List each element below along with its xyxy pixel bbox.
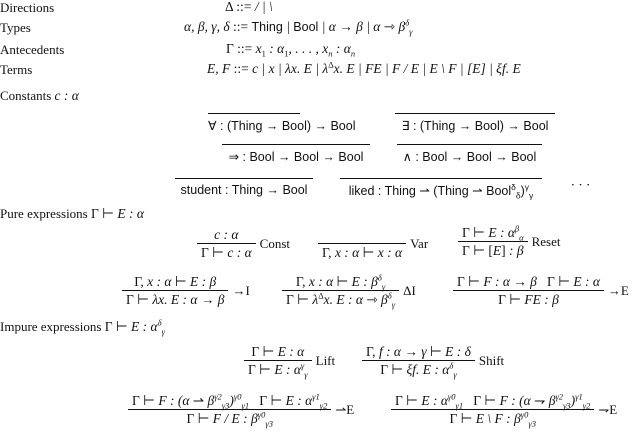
impure-heading: Impure expressions Γ ⊢ E : αδγ (0, 317, 165, 337)
const-liked: liked : Thing ⇀ (Thing ⇀ Boolδδ)γγ (340, 178, 542, 200)
grammar-types: α, β, γ, δ ::= Thing | Bool | α → β | α … (184, 17, 413, 37)
constants-ellipsis: · · · (571, 178, 591, 192)
const-and: ∧ : Bool → Bool → Bool (397, 144, 542, 164)
grammar-terms: E, F ::= c | x | λx. E | λΔx. E | FE | F… (207, 59, 521, 76)
pure-heading: Pure expressions Γ ⊢ E : α (0, 206, 144, 221)
grammar-label-antecedents: Antecedents (0, 42, 65, 57)
const-implies: ⇒ : Bool → Bool → Bool (222, 144, 370, 164)
grammar-antecedents: Γ ::= x1 : α1, . . . , xn : αn (226, 41, 356, 59)
const-exists: ∃ : (Thing → Bool) → Bool (395, 113, 555, 133)
grammar-label-types: Types (0, 20, 31, 35)
constants-heading: Constants c : α (0, 88, 79, 103)
grammar-directions: Δ ::= / | \ (225, 0, 273, 14)
const-student: student : Thing → Bool (175, 178, 313, 197)
const-forall: ∀ : (Thing → Bool) → Bool (208, 113, 356, 133)
grammar-label-directions: Directions (0, 0, 55, 15)
grammar-label-terms: Terms (0, 62, 33, 77)
rule-var: Γ, x : α ⊢ x : α Var (318, 226, 428, 261)
